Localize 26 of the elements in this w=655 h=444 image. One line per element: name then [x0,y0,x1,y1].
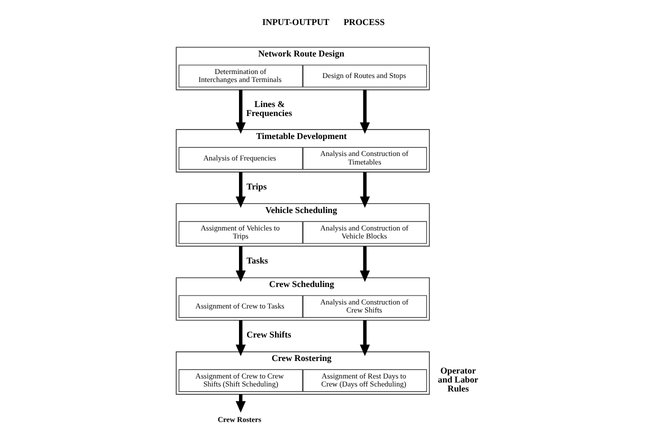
node-box: Assignment of Crew to Tasks [178,295,302,318]
node-box: Assignment of Vehicles to Trips [178,221,302,244]
node-box: Determination of Interchanges and Terminals [178,64,302,88]
label: Operator and Labor Rules [437,366,478,394]
edge-label: Crew Shifts [246,330,291,340]
arrow [235,320,246,356]
node-box: Analysis and Construction of Vehicle Blocks [302,221,426,244]
arrow [235,172,246,208]
arrow [359,172,370,208]
node-box: Analysis and Construction of Timetables [302,147,426,170]
node-text: Crew Rosters [217,414,261,424]
arrow [359,90,370,134]
node-box: Assignment of Crew to Crew Shifts (Shift Scheduling) [178,369,302,392]
arrow [235,90,246,134]
node-box: Design of Routes and Stops [302,64,426,88]
node-box: Analysis of Frequencies [178,147,302,170]
arrow [359,320,370,356]
arrow [359,246,370,282]
label: INPUT-OUTPUT [262,16,329,27]
node-box: Assignment of Rest Days to Crew (Days off Scheduling) [302,369,426,392]
label: PROCESS [343,16,384,27]
arrow [235,246,246,282]
edge-label: Lines & Frequencies [246,99,292,118]
edge-label: Trips [246,182,266,192]
edge-label: Tasks [246,256,268,266]
node-box: Analysis and Construction of Crew Shifts [302,295,426,318]
